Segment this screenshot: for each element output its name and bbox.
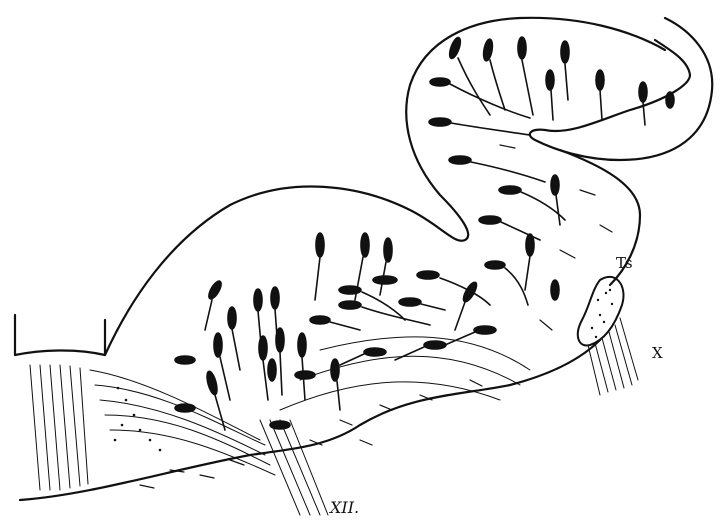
cell (310, 316, 360, 330)
cell (276, 328, 284, 395)
cell (295, 371, 315, 379)
cell (455, 280, 479, 330)
stipple-left (114, 387, 162, 452)
cell (551, 175, 560, 225)
cell (666, 92, 674, 108)
label-xii: XII. (328, 498, 359, 517)
cell (485, 261, 528, 305)
cell (445, 326, 496, 345)
cell (551, 280, 559, 300)
cell (417, 271, 490, 305)
cell (546, 70, 554, 120)
cell (395, 341, 446, 360)
cell (525, 234, 534, 290)
cell (175, 356, 195, 364)
section-outline (15, 18, 712, 500)
vagus-root-fibers (588, 318, 638, 395)
nerve-cells (175, 36, 674, 430)
nucleus-ts (578, 277, 638, 395)
cell (380, 238, 392, 295)
cell (639, 82, 647, 125)
cell (429, 118, 530, 135)
label-x: X (652, 344, 663, 362)
cell (340, 348, 386, 365)
cell (331, 359, 340, 410)
cell (482, 38, 505, 110)
cell (596, 70, 604, 120)
label-ts: Ts (616, 254, 633, 272)
cell (373, 276, 397, 284)
cell (298, 333, 306, 400)
cell (561, 41, 569, 100)
cell (449, 156, 545, 182)
lower-outline (20, 340, 600, 500)
cell (518, 37, 533, 115)
cell (205, 279, 223, 330)
nucleus-ts-outline (578, 277, 624, 346)
cell (259, 336, 268, 400)
cell (268, 359, 276, 381)
left-stump (15, 315, 105, 355)
right-lobe (530, 18, 712, 160)
cell (315, 233, 324, 300)
cell (270, 421, 290, 429)
cell (228, 307, 240, 370)
cell (430, 78, 530, 118)
cell (399, 298, 445, 310)
cell (175, 404, 195, 412)
